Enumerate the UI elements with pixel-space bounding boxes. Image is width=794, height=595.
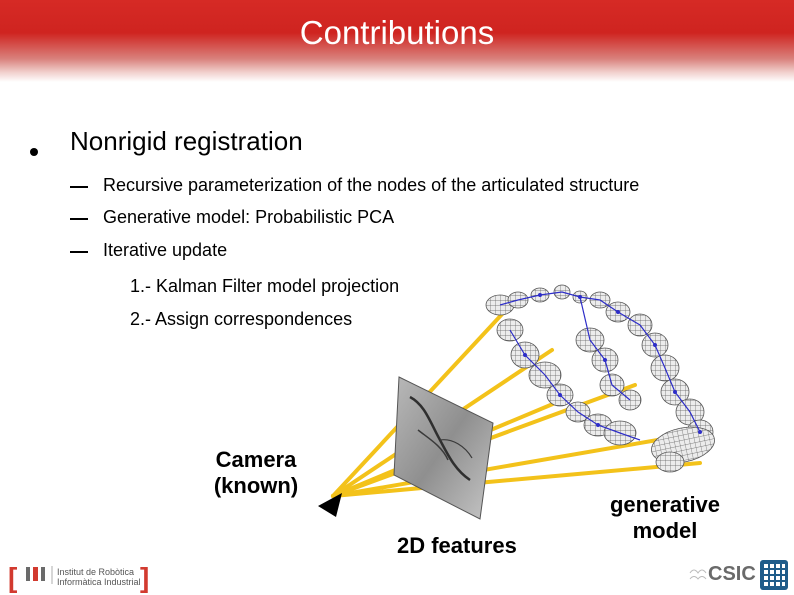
- model-node: [538, 293, 542, 297]
- step-2: 2.- Assign correspondences: [130, 309, 353, 329]
- model-node: [578, 295, 582, 299]
- footer-bracket-right-icon: ]: [140, 562, 150, 593]
- model-label: generative model: [609, 492, 721, 543]
- sub-bullet-1: Recursive parameterization of the nodes …: [103, 175, 640, 195]
- footer-right-logos: [689, 560, 788, 590]
- xray-image-plane: [393, 376, 494, 520]
- model-node: [596, 423, 600, 427]
- ray-line: [331, 461, 702, 498]
- model-node: [616, 310, 620, 314]
- model-node: [698, 430, 702, 434]
- institute-line-1: Institut de Robòtica: [57, 567, 135, 577]
- slide-title: Contributions: [299, 14, 495, 51]
- logo-icon: [33, 567, 38, 581]
- sub-bullet-2: Generative model: Probabilistic PCA: [103, 207, 395, 227]
- bullet-icon: [30, 148, 38, 156]
- model-centerline: [499, 291, 702, 441]
- generative-model-ellipsoids: [485, 284, 715, 473]
- dash-icon: [70, 251, 88, 253]
- camera-icon: [318, 493, 342, 517]
- institute-name: Institut de Robòtica Informàtica Industr…: [57, 567, 141, 587]
- header-band: [0, 0, 794, 82]
- step-1: 1.- Kalman Filter model projection: [130, 276, 400, 296]
- csic-emblem-icon: [689, 569, 707, 580]
- ray-line: [331, 435, 677, 498]
- footer-bracket-left-icon: [: [8, 562, 18, 593]
- footer-left-logo: [26, 566, 53, 584]
- dash-icon: [70, 186, 88, 188]
- csic-logo-text: CSIC: [708, 563, 756, 585]
- camera-label: Camera (known): [213, 447, 299, 498]
- model-ellipsoid: [655, 451, 685, 473]
- features-label: 2D features: [397, 533, 517, 558]
- grid-logo-icon: [760, 560, 788, 590]
- model-node: [523, 353, 527, 357]
- model-node: [603, 358, 607, 362]
- model-node: [558, 393, 562, 397]
- dash-icon: [70, 218, 88, 220]
- model-node: [653, 343, 657, 347]
- bullet-nonrigid-registration: Nonrigid registration: [70, 126, 303, 156]
- sub-bullet-3: Iterative update: [103, 240, 228, 260]
- model-node: [673, 390, 677, 394]
- logo-icon: [41, 567, 45, 581]
- logo-icon: [26, 567, 30, 581]
- institute-line-2: Informàtica Industrial: [57, 577, 141, 587]
